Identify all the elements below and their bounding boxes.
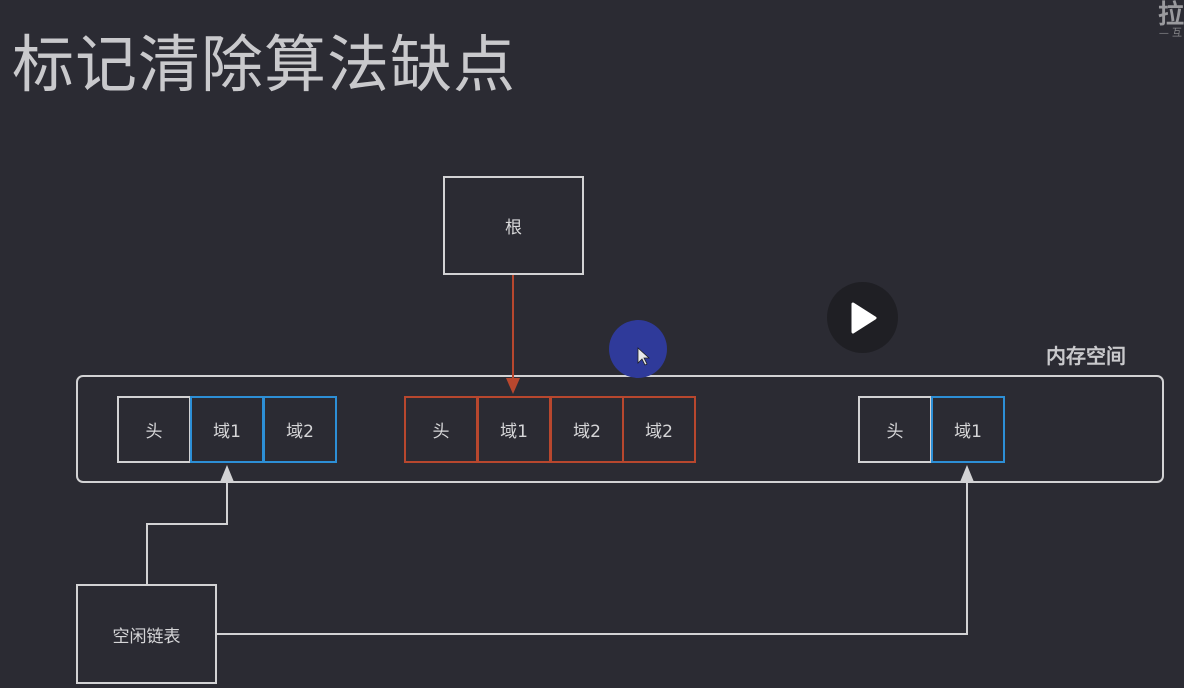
memory-space-container (76, 375, 1164, 483)
arrow-up-icon (960, 465, 974, 482)
corner-logo: 拉 (1157, 0, 1184, 30)
object2-field-cell: 域2 (550, 396, 624, 463)
arrow-up-icon (220, 465, 234, 482)
object3-header-cell: 头 (858, 396, 932, 463)
corner-subtitle: — 互 (1158, 28, 1182, 39)
cursor-icon (637, 347, 651, 366)
object2-field-cell: 域1 (477, 396, 551, 463)
root-node: 根 (443, 176, 584, 275)
play-button[interactable] (827, 282, 898, 353)
memory-space-label: 内存空间 (1046, 344, 1126, 368)
free-list-node: 空闲链表 (76, 584, 217, 684)
free-list-link-2 (217, 480, 968, 635)
free-list-link-1 (146, 480, 228, 584)
object3-field-cell: 域1 (931, 396, 1005, 463)
object2-field-cell: 域2 (622, 396, 696, 463)
object2-header-cell: 头 (404, 396, 478, 463)
object1-field-cell: 域2 (263, 396, 337, 463)
cursor-highlight (609, 320, 667, 378)
object1-field-cell: 域1 (190, 396, 264, 463)
arrow-down-icon (506, 378, 520, 394)
play-icon (851, 302, 876, 333)
root-label: 根 (505, 218, 522, 238)
object1-header-cell: 头 (117, 396, 191, 463)
slide-title: 标记清除算法缺点 (12, 28, 517, 101)
free-list-label: 空闲链表 (112, 626, 181, 647)
